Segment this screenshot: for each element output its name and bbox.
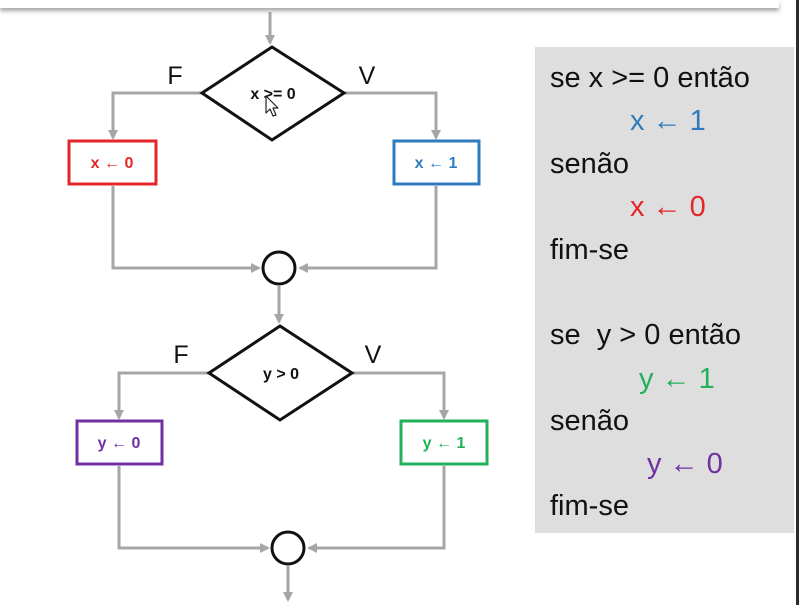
pseudocode-line-x-assign-0: x ← 0	[630, 191, 706, 223]
assign-text-y-false: y ← 0	[98, 435, 141, 452]
true-label: V	[359, 62, 376, 90]
false-merge-arrow	[117, 466, 270, 553]
pseudocode-line-y-assign-0: y ← 0	[647, 448, 723, 480]
pseudocode-line-else-x: senão	[550, 148, 630, 180]
window-top-edge	[0, 0, 779, 8]
decision-diamond-x	[199, 45, 347, 142]
assign-text-x-false: x ← 0	[91, 155, 134, 172]
block2-connectors	[114, 371, 449, 602]
merge-connector-y	[270, 530, 306, 566]
pseudocode-line-y-assign-1: y ← 1	[639, 363, 715, 395]
true-label: V	[365, 341, 382, 369]
pseudocode-panel	[535, 47, 794, 533]
decision-condition-y: y > 0	[263, 366, 299, 383]
true-merge-arrow	[307, 466, 446, 553]
false-label: F	[167, 62, 182, 90]
false-branch-arrow	[108, 91, 203, 140]
decision-diamond-y	[206, 324, 355, 422]
decision-condition-x: x >= 0	[250, 86, 295, 103]
pseudocode-line-x-assign-1: x ← 1	[630, 105, 706, 137]
window-right-edge	[796, 0, 799, 605]
block1-connectors	[108, 12, 441, 324]
assign-box-x-false	[67, 139, 158, 186]
merge-connector-x	[261, 250, 297, 286]
assign-text-x-true: x ← 1	[415, 155, 458, 172]
false-label: F	[173, 341, 188, 369]
true-branch-arrow	[352, 371, 449, 420]
assign-box-y-true	[399, 419, 489, 466]
mouse-pointer-icon	[265, 95, 279, 117]
false-merge-arrow	[111, 186, 261, 273]
pseudocode-line-else-y: senão	[550, 405, 630, 437]
pseudocode-line-if-y: se y > 0 então	[550, 319, 742, 351]
assign-text-y-true: y ← 1	[423, 435, 466, 452]
pseudocode-line-endif-x: fim-se	[550, 234, 629, 266]
true-merge-arrow	[298, 186, 438, 273]
true-branch-arrow	[344, 91, 441, 140]
pseudocode-line-if-x: se x >= 0 então	[550, 62, 750, 94]
pseudocode-line-endif-y: fim-se	[550, 490, 629, 522]
false-branch-arrow	[114, 371, 209, 420]
assign-box-x-true	[392, 139, 481, 186]
assign-box-y-false	[75, 419, 164, 466]
